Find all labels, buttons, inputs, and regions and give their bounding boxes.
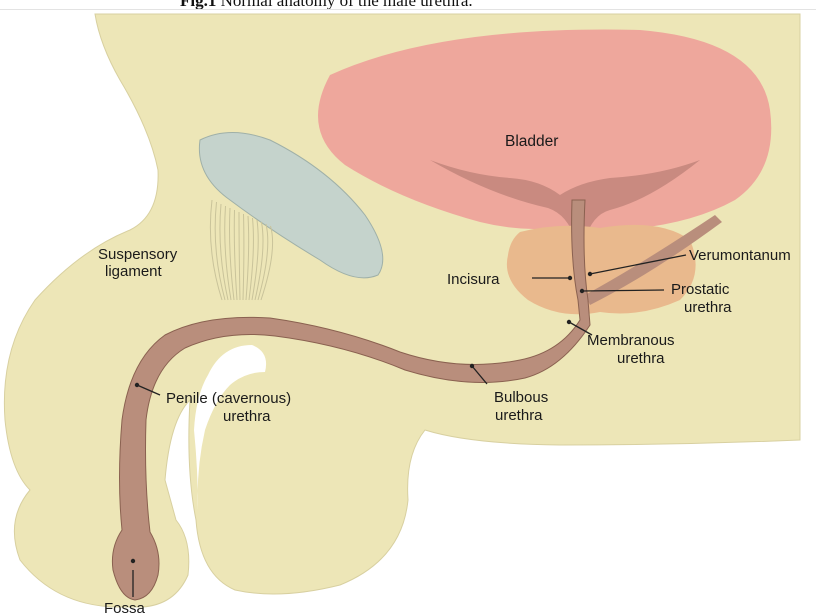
prostate [507, 225, 696, 314]
label-membranous-line1: Membranous [587, 332, 675, 349]
label-suspensory-line2: ligament [105, 263, 163, 280]
dot-penile [135, 383, 139, 387]
label-bulbous-line2: urethra [495, 407, 543, 424]
label-bladder: Bladder [505, 133, 558, 150]
dot-prostatic [580, 289, 584, 293]
dot-incisura [568, 276, 572, 280]
dot-fossa [131, 559, 135, 563]
dot-verumontanum [588, 272, 592, 276]
dot-bulbous [470, 364, 474, 368]
label-fossa: Fossa [104, 600, 146, 614]
label-penile-line2: urethra [223, 408, 271, 425]
label-incisura: Incisura [447, 271, 500, 288]
label-penile-line1: Penile (cavernous) [166, 390, 291, 407]
dot-membranous [567, 320, 571, 324]
label-bulbous-line1: Bulbous [494, 389, 548, 406]
label-verumontanum: Verumontanum [689, 247, 791, 264]
label-prostatic-line1: Prostatic [671, 281, 730, 298]
label-suspensory-line1: Suspensory [98, 246, 178, 263]
label-prostatic-line2: urethra [684, 299, 732, 316]
label-membranous-line2: urethra [617, 350, 665, 367]
